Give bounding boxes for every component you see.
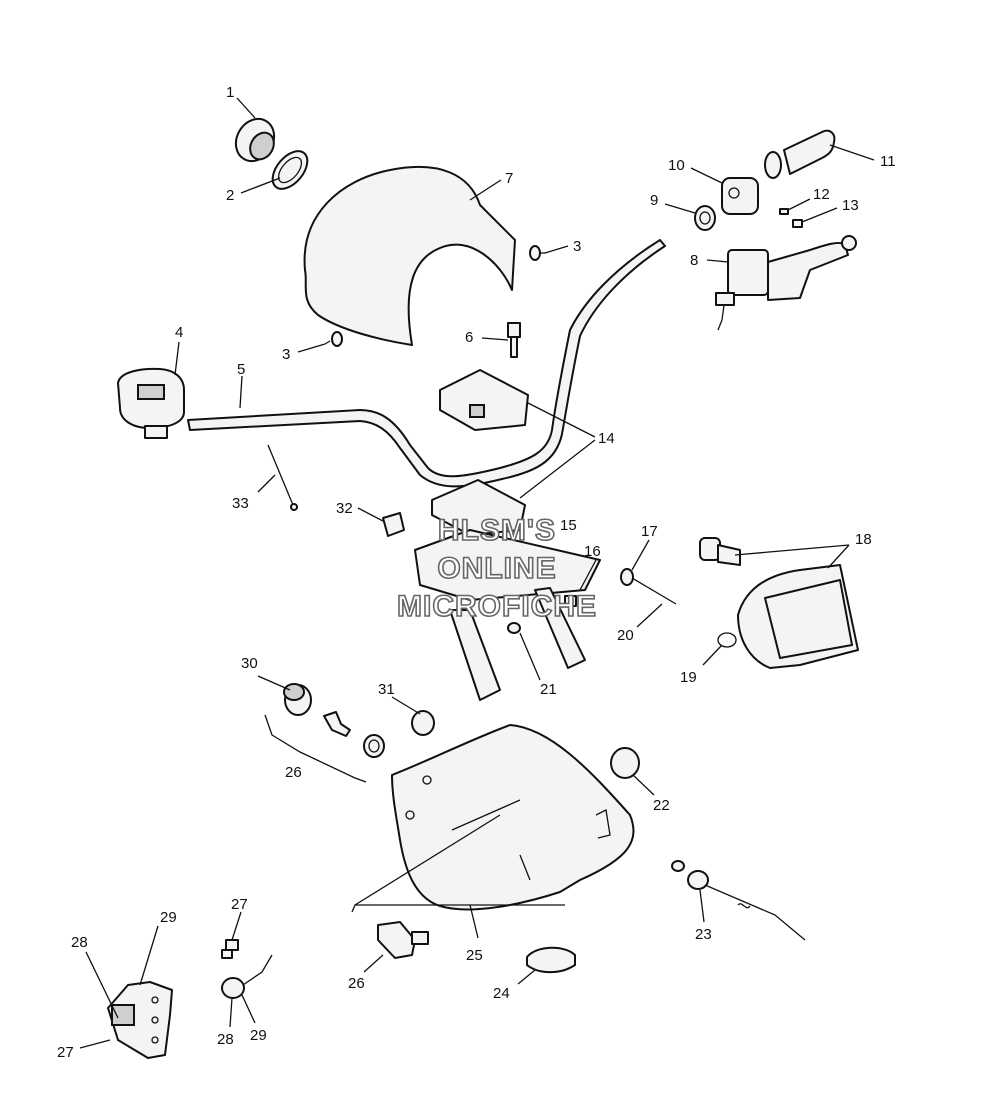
- part-8-brake-master: [715, 235, 857, 331]
- part-17-20-adjuster-screw: [620, 568, 677, 605]
- part-27-screw: [221, 939, 239, 959]
- part-14-clamp-lower: [431, 479, 526, 536]
- callout-11: 11: [880, 153, 896, 170]
- callout-20: 20: [617, 627, 634, 644]
- leader-lines: [79, 97, 875, 1049]
- part-31-grommet: [411, 710, 435, 736]
- callout-14: 14: [598, 430, 615, 447]
- part-15-bracket: [414, 529, 601, 701]
- part-26-ring: [363, 734, 385, 758]
- watermark-line-1: HLSM'S: [438, 514, 556, 547]
- part-11-grip: [764, 129, 836, 179]
- part-24-clamp: [526, 946, 576, 974]
- part-7-cowl: [303, 165, 516, 346]
- callout-13: 13: [842, 197, 859, 214]
- callout-29: 29: [160, 909, 177, 926]
- part-22-plug: [610, 747, 640, 779]
- callout-26: 26: [348, 975, 365, 992]
- part-6-bolt: [507, 322, 521, 358]
- callout-26: 26: [285, 764, 302, 781]
- callout-16: 16: [584, 543, 601, 560]
- callout-30: 30: [241, 655, 258, 672]
- callout-4: 4: [175, 324, 183, 341]
- part-12-pin: [779, 208, 789, 215]
- callout-18: 18: [855, 531, 872, 548]
- callout-23: 23: [695, 926, 712, 943]
- callout-9: 9: [650, 192, 658, 209]
- part-5-handlebar: [187, 239, 666, 488]
- watermark-line-2: ONLINE: [437, 552, 556, 585]
- part-33-cable-tie: [267, 444, 298, 511]
- part-18-headlight: [699, 537, 859, 669]
- callout-10: 10: [668, 157, 685, 174]
- callout-7: 7: [505, 170, 513, 187]
- callout-5: 5: [237, 361, 245, 378]
- part-14-clamp-upper: [439, 369, 529, 431]
- callout-28: 28: [217, 1031, 234, 1048]
- watermark: HLSM'S ONLINE MICROFICHE: [396, 513, 597, 624]
- callout-12: 12: [813, 186, 830, 203]
- part-3-screw-lower: [324, 331, 343, 347]
- callout-25: 25: [466, 947, 483, 964]
- callout-15: 15: [560, 517, 577, 534]
- part-30-ignition-cap: [283, 683, 312, 716]
- part-3-screw-upper: [529, 245, 546, 261]
- part-28-29-switch-housing: [107, 981, 173, 1059]
- callout-17: 17: [641, 523, 658, 540]
- callout-32: 32: [336, 500, 353, 517]
- part-28-29-sensor: [221, 954, 273, 999]
- callout-29: 29: [250, 1027, 267, 1044]
- callout-3: 3: [282, 346, 290, 363]
- callout-21: 21: [540, 681, 557, 698]
- callout-8: 8: [690, 252, 698, 269]
- callout-1: 1: [226, 84, 234, 101]
- part-9-washer: [694, 205, 716, 231]
- part-32-clip: [382, 512, 405, 537]
- callout-27: 27: [231, 896, 248, 913]
- part-25-lower-cover: [391, 724, 635, 911]
- callout-6: 6: [465, 329, 473, 346]
- part-26-key: [323, 711, 351, 737]
- callout-27: 27: [57, 1044, 74, 1061]
- callout-3: 3: [573, 238, 581, 255]
- part-1-bushing: [234, 117, 276, 163]
- callout-labels: 1 2 3 3 4 5 6 7 8 9 10 11 12 13 14 15 16…: [57, 84, 896, 1061]
- callout-33: 33: [232, 495, 249, 512]
- part-13-nut: [792, 219, 803, 228]
- part-26-switch: [377, 921, 429, 959]
- callout-28: 28: [71, 934, 88, 951]
- callout-19: 19: [680, 669, 697, 686]
- part-16-nut: [564, 595, 577, 607]
- part-21-washer: [507, 622, 521, 634]
- part-10-lever-block: [721, 177, 759, 215]
- callout-2: 2: [226, 187, 234, 204]
- part-4-throttle-housing: [117, 367, 185, 439]
- part-23-cable: [671, 860, 806, 941]
- callout-22: 22: [653, 797, 670, 814]
- callout-31: 31: [378, 681, 395, 698]
- watermark-line-3: MICROFICHE: [397, 590, 597, 623]
- part-19-o-ring: [717, 632, 737, 648]
- callout-24: 24: [493, 985, 510, 1002]
- group-bracket-26: [264, 714, 367, 783]
- part-2-ring: [271, 150, 309, 190]
